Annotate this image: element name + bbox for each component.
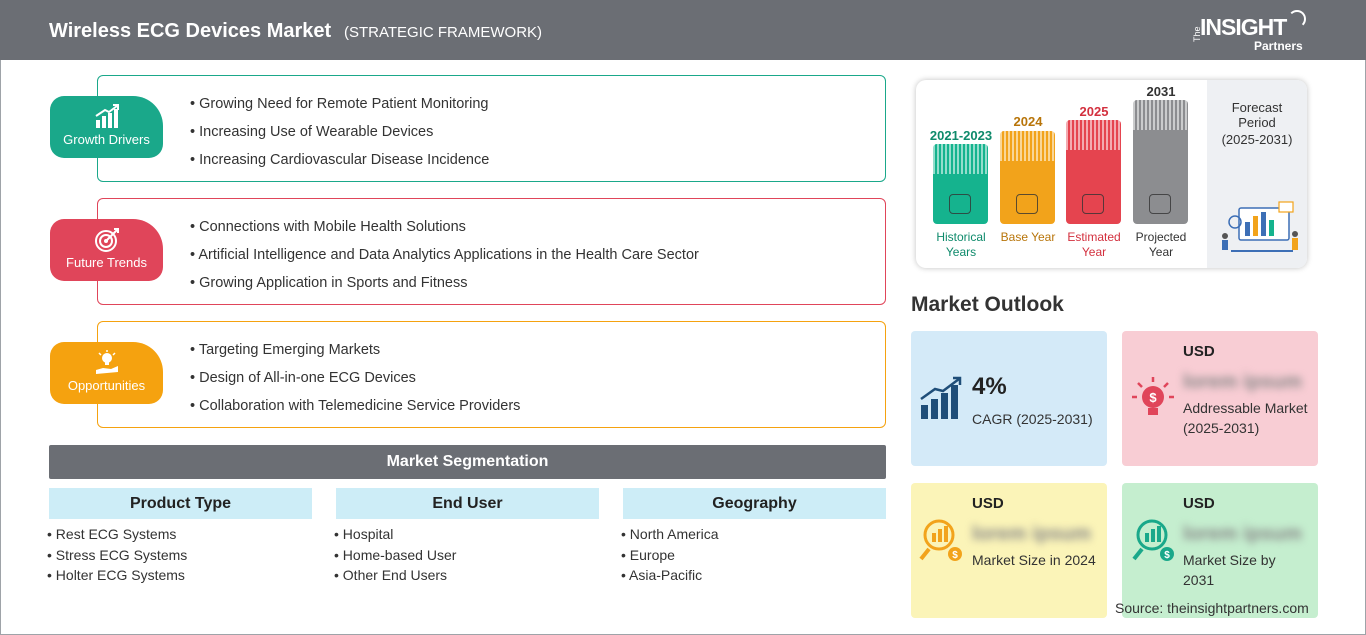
currency-label: USD xyxy=(1183,495,1215,512)
segmentation-column-geography: Geography North America Europe Asia-Paci… xyxy=(623,488,886,588)
list-item: Hospital xyxy=(334,526,599,547)
list-item: Artificial Intelligence and Data Analyti… xyxy=(190,245,699,273)
magnifier-chart-icon: $ xyxy=(1132,519,1174,561)
cagr-value: 4% xyxy=(972,373,1007,400)
market-outlook-title: Market Outlook xyxy=(911,293,1064,316)
logo-arc-icon xyxy=(1288,10,1306,28)
future-trends-list: Connections with Mobile Health Solutions… xyxy=(190,217,699,301)
timeline-bar-historical xyxy=(933,144,988,224)
svg-text:$: $ xyxy=(952,550,958,561)
list-item: North America xyxy=(621,526,886,547)
future-trends-label: Future Trends xyxy=(66,255,147,270)
addressable-market-label: Addressable Market (2025-2031) xyxy=(1183,400,1308,436)
list-item: Holter ECG Systems xyxy=(47,567,312,588)
blurred-value: lorem ipsum xyxy=(1183,523,1302,545)
opportunities-list: Targeting Emerging Markets Design of All… xyxy=(190,340,521,424)
logo-partners-text: Partners xyxy=(1254,39,1303,53)
list-item: Growing Application in Sports and Fitnes… xyxy=(190,273,699,301)
future-trends-card: Connections with Mobile Health Solutions… xyxy=(97,198,886,305)
list-item: Other End Users xyxy=(334,567,599,588)
growth-drivers-tab: Growth Drivers xyxy=(50,96,163,158)
segmentation-column-product-type: Product Type Rest ECG Systems Stress ECG… xyxy=(49,488,312,588)
timeline-caption-projected: Projected Year xyxy=(1135,230,1187,259)
page-subtitle: (STRATEGIC FRAMEWORK) xyxy=(344,24,543,41)
growth-drivers-label: Growth Drivers xyxy=(63,132,150,147)
growth-drivers-list: Growing Need for Remote Patient Monitori… xyxy=(190,94,489,178)
forecast-period-range: (2025-2031) xyxy=(1221,132,1293,147)
market-size-2031-card: USD lorem ipsum $ Market Size by 2031 xyxy=(1122,483,1318,618)
blurred-value: lorem ipsum xyxy=(972,523,1091,545)
list-item: Design of All-in-one ECG Devices xyxy=(190,368,520,396)
timeline-year-base: 2024 xyxy=(1013,114,1043,129)
list-item: Asia-Pacific xyxy=(621,567,886,588)
timeline-year-estimated: 2025 xyxy=(1079,104,1109,119)
list-item: Increasing Cardiovascular Disease Incide… xyxy=(190,150,489,178)
hand-lightbulb-icon xyxy=(95,350,118,374)
bar-stripes xyxy=(1000,131,1055,161)
cagr-label: CAGR (2025-2031) xyxy=(972,411,1093,427)
list-item: Home-based User xyxy=(334,547,599,568)
logo-insight-text: INSIGHT xyxy=(1200,14,1287,40)
cagr-card: 4% CAGR (2025-2031) xyxy=(911,331,1107,466)
insight-partners-logo: The INSIGHT Partners xyxy=(1190,10,1310,54)
currency-label: USD xyxy=(1183,343,1215,360)
timeline-year-historical: 2021-2023 xyxy=(929,128,993,143)
market-segmentation-header: Market Segmentation xyxy=(49,445,886,479)
opportunities-tab: Opportunities xyxy=(50,342,163,404)
bar-stripes xyxy=(1066,120,1121,150)
magnifier-chart-icon: $ xyxy=(919,519,962,561)
list-item: Increasing Use of Wearable Devices xyxy=(190,122,489,150)
addressable-market-card: USD lorem ipsum $ Addressable Market (20… xyxy=(1122,331,1318,466)
svg-text:$: $ xyxy=(1149,390,1157,405)
forecast-period-panel: Forecast Period (2025-2031) xyxy=(1207,80,1307,268)
timeline-bar-base xyxy=(1000,131,1055,224)
cagr-growth-icon xyxy=(920,376,962,419)
list-item: Europe xyxy=(621,547,886,568)
market-size-2031-label: Market Size by 2031 xyxy=(1183,552,1276,588)
list-item: Targeting Emerging Markets xyxy=(190,340,520,368)
analytics-dashboard-icon xyxy=(1222,201,1298,252)
opportunities-label: Opportunities xyxy=(67,378,146,393)
growth-drivers-card: Growing Need for Remote Patient Monitori… xyxy=(97,75,886,182)
list-item: Growing Need for Remote Patient Monitori… xyxy=(190,94,489,122)
bar-stripes xyxy=(933,144,988,174)
timeline-bar-estimated xyxy=(1066,120,1121,224)
svg-text:$: $ xyxy=(1164,550,1170,561)
list-item: Stress ECG Systems xyxy=(47,547,312,568)
segment-header: Product Type xyxy=(49,488,312,519)
timeline-bar-projected xyxy=(1133,100,1188,224)
timeline-year-projected: 2031 xyxy=(1146,84,1176,99)
calendar-icon xyxy=(1016,194,1038,214)
list-item: Connections with Mobile Health Solutions xyxy=(190,217,699,245)
gear-chart-icon xyxy=(1082,194,1104,214)
future-trends-tab: Future Trends xyxy=(50,219,163,281)
segment-header: Geography xyxy=(623,488,886,519)
timeline-caption-base: Base Year xyxy=(1000,230,1056,244)
blurred-value: lorem ipsum xyxy=(1183,371,1302,393)
clock-icon xyxy=(949,194,971,214)
lightbulb-dollar-icon: $ xyxy=(1132,377,1174,415)
segment-header: End User xyxy=(336,488,599,519)
source-note: Source: theinsightpartners.com xyxy=(1115,600,1309,616)
bar-stripes xyxy=(1133,100,1188,130)
market-size-2024-label: Market Size in 2024 xyxy=(972,552,1096,568)
segmentation-column-end-user: End User Hospital Home-based User Other … xyxy=(336,488,599,588)
presentation-icon xyxy=(1149,194,1171,214)
opportunities-card: Targeting Emerging Markets Design of All… xyxy=(97,321,886,428)
list-item: Collaboration with Telemedicine Service … xyxy=(190,396,520,424)
timeline-caption-estimated: Estimated Year xyxy=(1067,230,1121,259)
growth-chart-icon xyxy=(94,104,119,128)
list-item: Rest ECG Systems xyxy=(47,526,312,547)
page-title: Wireless ECG Devices Market xyxy=(49,20,332,42)
currency-label: USD xyxy=(972,495,1004,512)
header-bar: Wireless ECG Devices Market (STRATEGIC F… xyxy=(0,0,1366,60)
market-size-2024-card: USD lorem ipsum $ Market Size in 2024 xyxy=(911,483,1107,618)
forecast-period-label: Forecast Period xyxy=(1231,100,1283,130)
timeline-caption-historical: Historical Years xyxy=(936,230,986,259)
target-icon xyxy=(94,228,119,252)
